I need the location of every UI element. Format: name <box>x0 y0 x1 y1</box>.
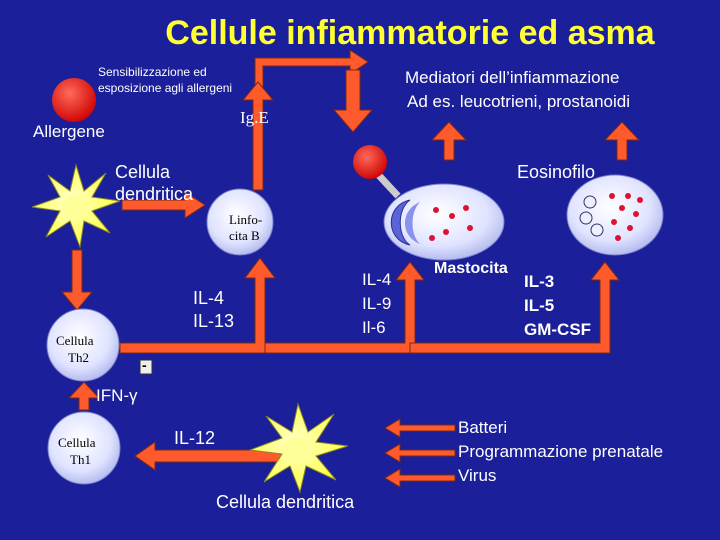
arrows-factors-to-dendritic <box>384 418 456 488</box>
eosinophil <box>566 174 664 256</box>
arrow-up-to-mediators <box>430 121 468 161</box>
il12-label: IL-12 <box>174 428 216 448</box>
mastcell-allergen <box>353 145 387 179</box>
il3-label-3: GM-CSF <box>524 320 592 339</box>
th1-label-2: Th1 <box>70 452 91 467</box>
th1-cell <box>47 411 121 485</box>
il4-il9-il6-label-1: IL-4 <box>362 270 392 289</box>
il3-label-1: IL-3 <box>524 272 555 291</box>
dendritic-label-1: Cellula <box>115 162 171 182</box>
arrow-th2-to-lymphocyte <box>119 257 276 354</box>
th2-label-2: Th2 <box>68 350 89 365</box>
factor-virus: Virus <box>458 466 497 485</box>
arrow-to-eosinophil <box>409 261 621 354</box>
arrow-dendritic-to-lymphocyte <box>121 191 206 219</box>
factor-prenatal: Programmazione prenatale <box>458 442 664 461</box>
mastcell-nucleus <box>390 199 411 246</box>
dendritic-label-2: dendritica <box>115 184 194 204</box>
mastcell <box>383 183 505 261</box>
eosinophil-granules <box>609 193 643 241</box>
arrow-down-to-mastcell <box>332 69 374 133</box>
arrow-th1-to-th2 <box>67 381 101 411</box>
sensitization-label-1: Sensibilizzazione ed <box>98 65 207 79</box>
allergen-particle <box>52 78 96 122</box>
ige-label: Ig.E <box>240 108 269 127</box>
arrow-th2-to-mastcell <box>264 261 426 354</box>
bottom-dendritic-cell <box>249 402 349 494</box>
ifn-label: IFN-γ <box>96 386 138 405</box>
il3-label-2: IL-5 <box>524 296 555 315</box>
il4-il13-label-2: IL-13 <box>193 311 235 331</box>
b-lymphocyte <box>206 188 274 256</box>
allergen-label: Allergene <box>33 122 105 141</box>
mastcell-label: Mastocita <box>434 260 508 277</box>
minus-label: - <box>142 357 147 373</box>
th2-label-1: Cellula <box>56 333 94 348</box>
eosinophil-nuclei <box>579 195 604 237</box>
mediators-label-1: Mediatori dell’infiammazione <box>405 68 620 87</box>
lymphocyte-label-1: Linfo- <box>229 212 263 227</box>
sensitization-label-2: esposizione agli allergeni <box>98 81 233 95</box>
arrow-dendritic-to-th2 <box>60 249 94 311</box>
il4-il9-il6-label-3: Il-6 <box>362 318 386 337</box>
eosinophil-label: Eosinofilo <box>517 162 596 182</box>
inhibition-marker <box>139 359 153 375</box>
mastcell-nucleus-inner <box>405 202 420 244</box>
mediators-label-2: Ad es. leucotrieni, prostanoidi <box>407 92 631 111</box>
il4-il9-il6-label-2: IL-9 <box>362 294 392 313</box>
dendritic-cell <box>31 163 121 249</box>
th2-cell <box>46 308 120 382</box>
arrow-to-th1 <box>134 441 299 471</box>
arrow-up-eosinophil <box>603 121 641 161</box>
lymphocyte-label-2: cita B <box>229 228 260 243</box>
arrow-up-ige <box>241 81 275 191</box>
mastcell-granules <box>429 205 473 241</box>
th1-label-1: Cellula <box>58 435 96 450</box>
page-title: Cellule infiammatorie ed asma <box>165 14 655 52</box>
factor-bacteria: Batteri <box>458 418 508 437</box>
il4-il13-label-1: IL-4 <box>193 288 225 308</box>
bottom-dendritic-label: Cellula dendritica <box>216 492 355 512</box>
